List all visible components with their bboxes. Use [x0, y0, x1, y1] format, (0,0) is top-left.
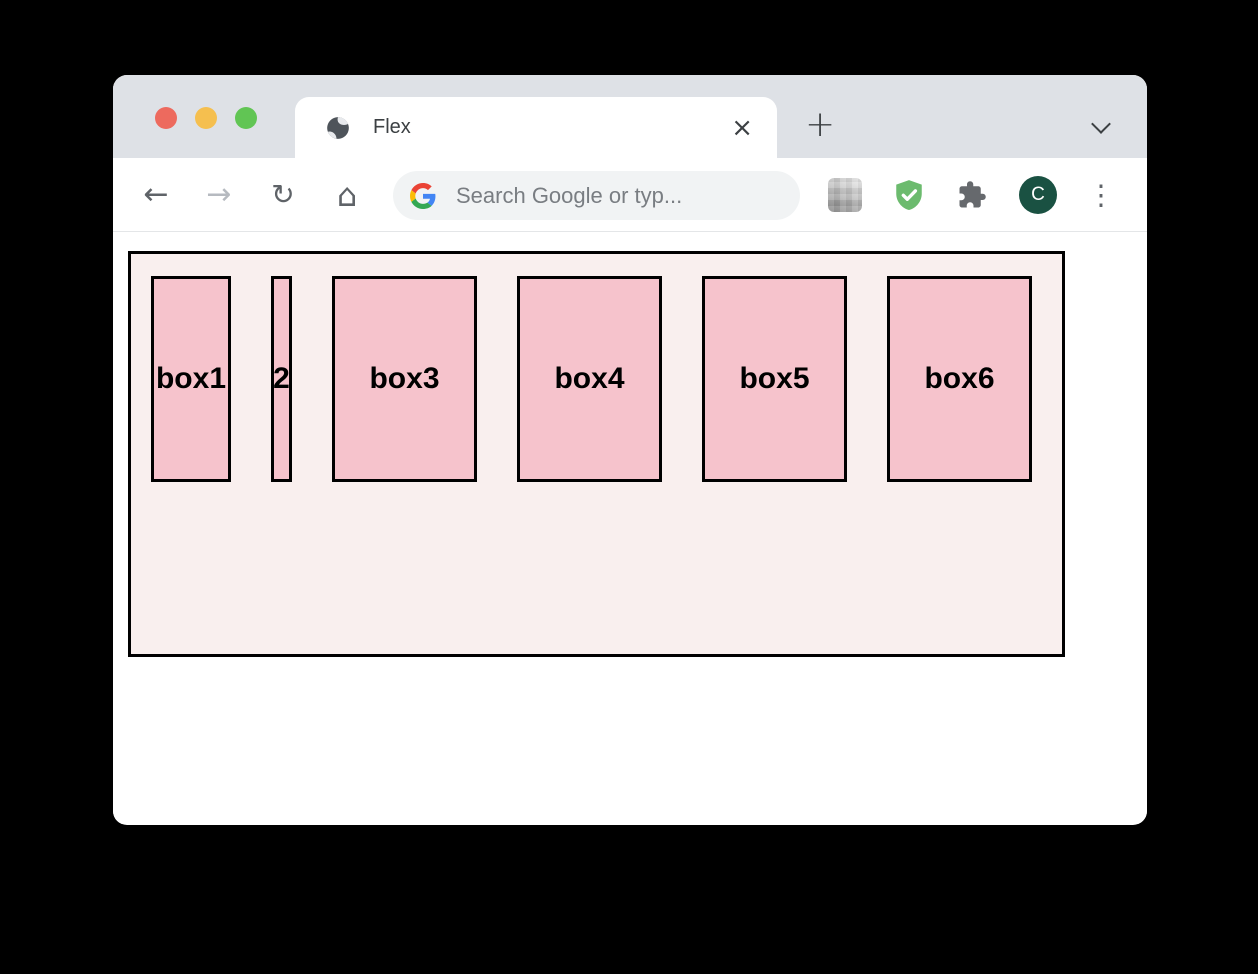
close-window-button[interactable]: [155, 107, 177, 129]
extension-gradient-square-icon[interactable]: [828, 178, 862, 212]
minimize-window-button[interactable]: [195, 107, 217, 129]
adblock-shield-icon[interactable]: [892, 178, 926, 212]
flex-box-3: box3: [332, 276, 477, 482]
browser-window: Flex × + ← → ↻ ⌂ Search Google or typ...: [113, 75, 1147, 825]
tab-strip: Flex × +: [113, 75, 1147, 158]
flex-container: box1 2 box3 box4 box5 box6: [128, 251, 1065, 657]
new-tab-button[interactable]: +: [805, 104, 836, 145]
home-button[interactable]: ⌂: [336, 176, 358, 214]
back-button[interactable]: ←: [143, 177, 169, 212]
maximize-window-button[interactable]: [235, 107, 257, 129]
search-placeholder: Search Google or typ...: [456, 182, 683, 208]
tab-search-chevron-icon[interactable]: [1091, 114, 1111, 134]
tab-close-icon[interactable]: ×: [731, 112, 753, 143]
globe-favicon-icon: [327, 116, 349, 139]
reload-button[interactable]: ↻: [271, 178, 295, 211]
omnibox-search-bar[interactable]: Search Google or typ...: [393, 171, 800, 220]
toolbar: ← → ↻ ⌂ Search Google or typ... C ⋮: [113, 158, 1147, 232]
flex-box-4: box4: [517, 276, 662, 482]
flex-box-2: 2: [271, 276, 292, 482]
google-g-icon: [410, 182, 436, 209]
flex-box-1: box1: [151, 276, 231, 482]
traffic-lights: [155, 107, 257, 129]
tab-title: Flex: [373, 116, 411, 138]
tab-flex[interactable]: Flex ×: [295, 97, 777, 158]
profile-initial: C: [1031, 184, 1045, 205]
flex-box-6: box6: [887, 276, 1032, 482]
extensions-puzzle-icon[interactable]: [957, 180, 987, 210]
profile-avatar[interactable]: C: [1019, 176, 1057, 214]
page-content: box1 2 box3 box4 box5 box6: [113, 232, 1147, 824]
forward-button: →: [206, 177, 232, 212]
chrome-menu-kebab-icon[interactable]: ⋮: [1087, 178, 1115, 212]
flex-box-5: box5: [702, 276, 847, 482]
